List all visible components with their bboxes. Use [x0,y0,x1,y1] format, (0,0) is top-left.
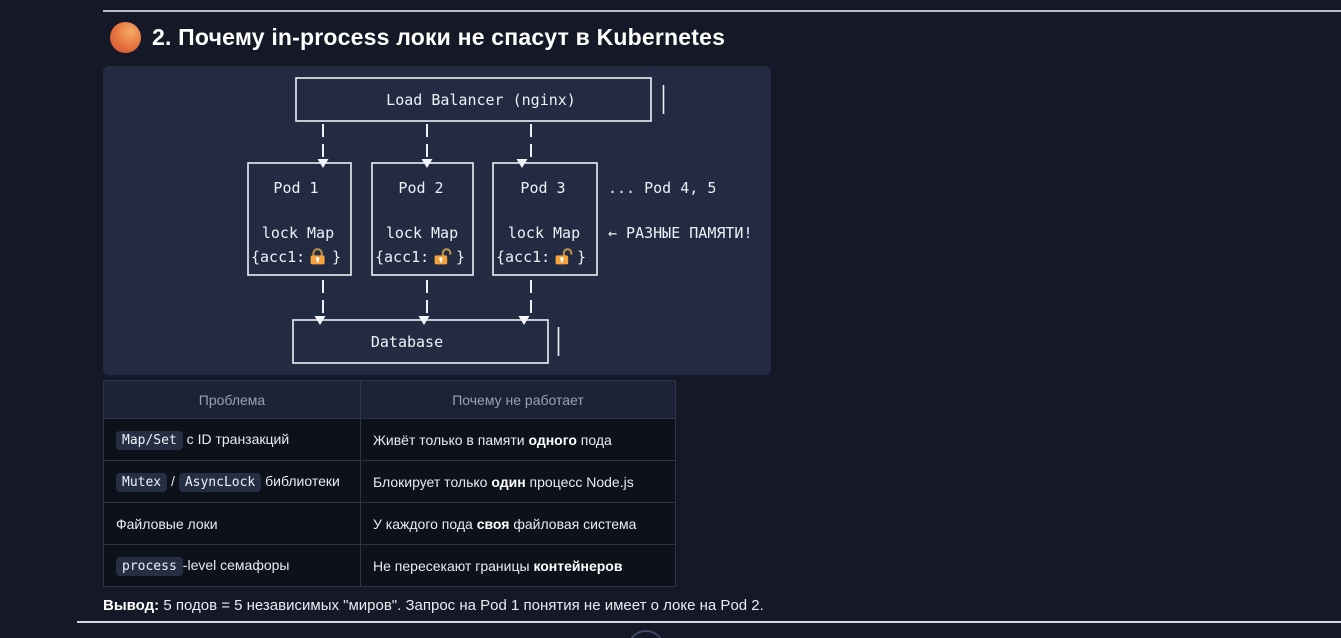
pod2-entry-prefix: {acc1: [375,248,429,266]
lock-open-icon [555,248,573,265]
bottom-divider [77,621,1341,623]
pod1-entry-suffix: } [332,248,341,266]
reason-cell: У каждого пода своя файловая система [360,502,676,545]
pod1-box [247,162,352,276]
lock-closed-icon [310,248,325,265]
pod3-entry-suffix: } [577,248,586,266]
pod3-box [492,162,598,276]
pod1-label: Pod 1 [273,179,318,197]
pod1-entry-prefix: {acc1: [251,248,305,266]
pod2-box [371,162,474,276]
table-row: Файловые локи У каждого пода своя файлов… [103,502,676,545]
database-label: Database [371,333,443,351]
problems-table: Проблема Почему не работает Map/Set с ID… [103,380,676,587]
pod2-label: Pod 2 [398,179,443,197]
different-memory-note: ← РАЗНЫЕ ПАМЯТИ! [608,224,753,242]
pod2-lockmap-label: lock Map [386,224,458,242]
table-row: Map/Set с ID транзакций Живёт только в п… [103,418,676,461]
table-header-row: Проблема Почему не работает [103,380,676,419]
problem-cell: Map/Set с ID транзакций [103,418,361,461]
lock-open-icon [434,248,452,265]
column-header-reason: Почему не работает [360,380,676,419]
table-row: Mutex / AsyncLock библиотеки Блокирует т… [103,460,676,503]
table-row: process-level семафоры Не пересекают гра… [103,544,676,587]
pod3-label: Pod 3 [520,179,565,197]
pod3-entry-prefix: {acc1: [496,248,550,266]
load-balancer-label: Load Balancer (nginx) [386,91,576,109]
problem-cell: Файловые локи [103,502,361,545]
orange-ball-icon [110,22,141,53]
kubernetes-diagram: Load Balancer (nginx) Pod 1 lock Map {ac… [247,77,753,364]
section-heading: 2. Почему in-process локи не спасут в Ku… [110,22,725,53]
conclusion-text: Вывод: 5 подов = 5 независимых "миров". … [103,597,764,614]
reason-cell: Не пересекают границы контейнеров [360,544,676,587]
problem-cell: process-level семафоры [103,544,361,587]
floating-button-partial[interactable] [627,630,665,638]
reason-cell: Блокирует только один процесс Node.js [360,460,676,503]
pod2-entry-suffix: } [456,248,465,266]
section-title: 2. Почему in-process локи не спасут в Ku… [152,24,726,50]
more-pods-note: ... Pod 4, 5 [608,179,716,197]
load-balancer-box [295,77,652,122]
problem-cell: Mutex / AsyncLock библиотеки [103,460,361,503]
reason-cell: Живёт только в памяти одного пода [360,418,676,461]
ascii-diagram-panel: Load Balancer (nginx) Pod 1 lock Map {ac… [103,66,771,375]
pod3-lockmap-label: lock Map [508,224,580,242]
top-divider [103,10,1341,12]
database-box [292,319,549,364]
pod1-lockmap-label: lock Map [262,224,334,242]
column-header-problem: Проблема [103,380,361,419]
